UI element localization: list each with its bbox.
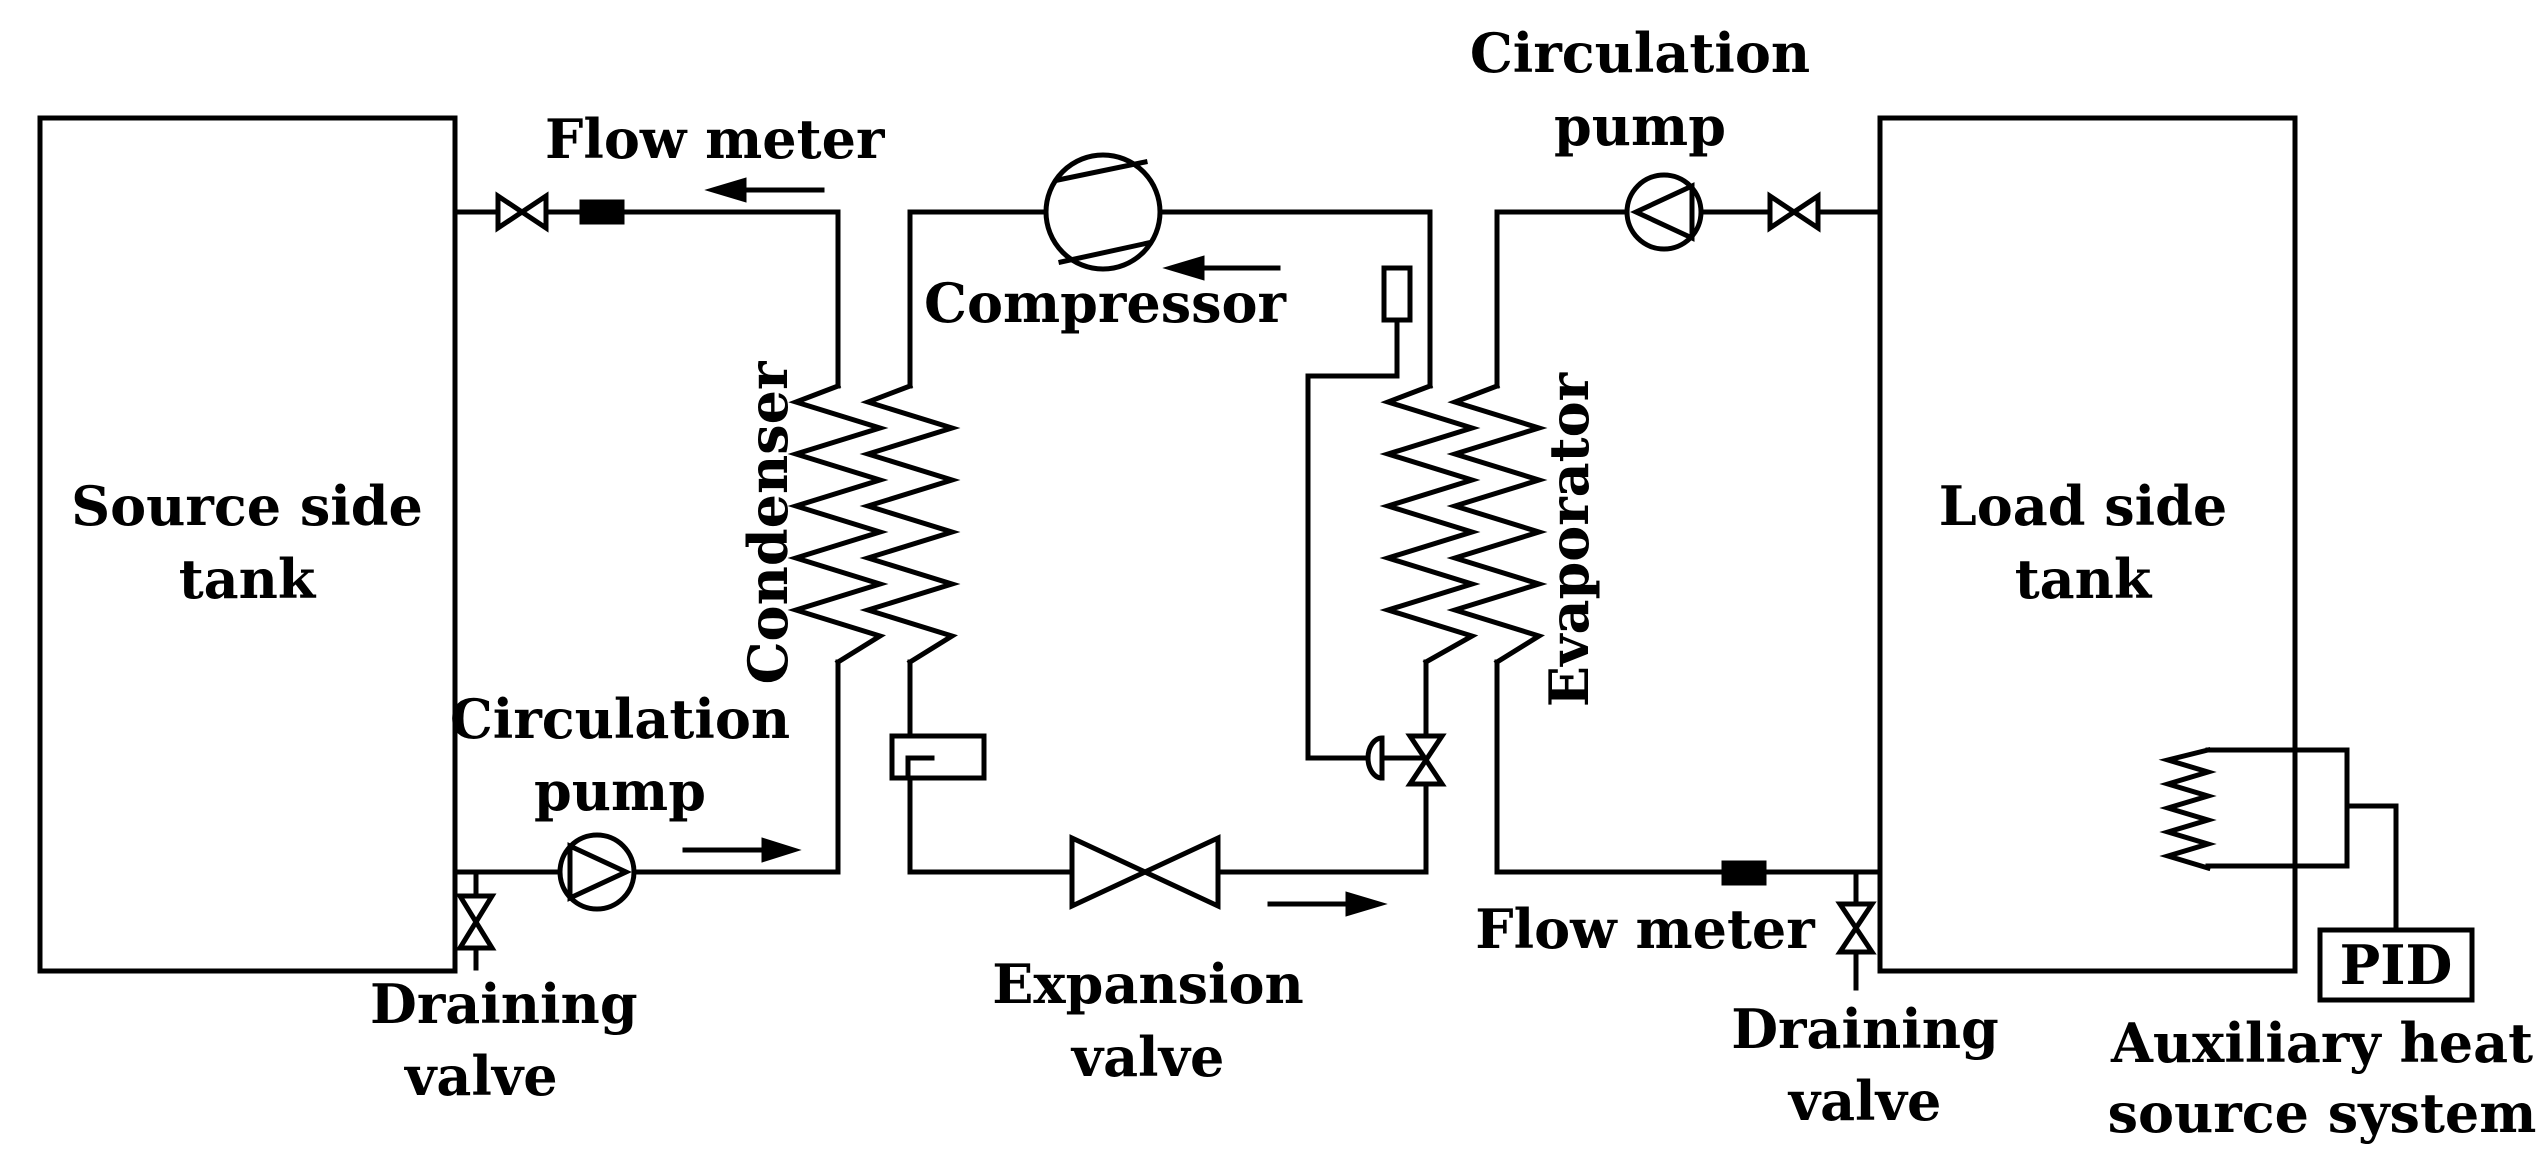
- load-tank-label-line1: Load side: [1939, 474, 2228, 538]
- load-tank-label-line2: tank: [2015, 547, 2153, 611]
- circulation-pump-bottom-label-line2: pump: [534, 759, 706, 823]
- evaporator-refrigerant-coil: [1379, 382, 1481, 666]
- expansion-valve: [1069, 834, 1221, 910]
- source-side-tank: [37, 115, 458, 974]
- draining-valve-right-label-line1: Draining: [1731, 997, 1999, 1061]
- refrigerant-bottom-flow-arrowhead: [1345, 891, 1388, 917]
- draining-valve-left-label-line2: valve: [404, 1044, 558, 1108]
- source-flow-meter: [579, 199, 625, 225]
- draining-valve-left-label-line1: Draining: [370, 972, 638, 1036]
- load-circulation-pump-triangle: [1630, 182, 1695, 242]
- source-bottom-flow-arrowhead: [761, 837, 802, 863]
- auxiliary-heater-coil: [2158, 746, 2217, 872]
- load-side-tank: [1877, 115, 2298, 974]
- source-top-water-line: [452, 209, 841, 389]
- circulation-pump-bottom-label-line1: Circulation: [450, 687, 790, 751]
- evaporator-label: Evaporator: [1537, 372, 1601, 707]
- pid-controller: [2317, 927, 2475, 1003]
- evaporator-water-coil: [1446, 382, 1548, 666]
- compressor-flow-arrowhead: [1162, 255, 1205, 281]
- condenser-water-coil: [787, 382, 889, 666]
- source-circulation-pump-triangle: [567, 842, 632, 902]
- auxiliary-heat-label-line1: Auxiliary heat: [2110, 1011, 2533, 1075]
- compressor-label: Compressor: [924, 271, 1287, 335]
- compressor: [1043, 152, 1163, 272]
- pid-label: PID: [2340, 933, 2453, 997]
- source-draining-valve: [455, 893, 497, 951]
- compressor-blade-1: [1055, 159, 1148, 183]
- auxiliary-heater-wire-top: [2205, 747, 2350, 869]
- source-top-valve: [495, 191, 549, 233]
- circulation-pump-top-label-line2: pump: [1554, 94, 1726, 158]
- expansion-valve-label-line1: Expansion: [992, 952, 1304, 1016]
- auxiliary-heater-control-wire: [2344, 803, 2399, 933]
- refrigerant-bottom-line: [907, 659, 1429, 875]
- refrigerant-top-line: [907, 209, 1433, 389]
- source-top-flow-arrowhead: [704, 177, 747, 203]
- condenser-label: Condenser: [736, 361, 800, 684]
- flow-meter-top-label: Flow meter: [545, 107, 885, 171]
- load-draining-valve: [1835, 901, 1877, 955]
- source-tank-label-line1: Source side: [71, 474, 423, 538]
- load-flow-meter: [1721, 860, 1767, 886]
- source-circulation-pump: [557, 832, 637, 912]
- expansion-capillary-tube: [1305, 317, 1400, 761]
- load-circulation-pump: [1624, 172, 1704, 252]
- auxiliary-heat-label-line2: source system: [2108, 1081, 2537, 1145]
- liquid-receiver-inner-pipe: [905, 755, 935, 781]
- condenser-refrigerant-coil: [859, 382, 961, 666]
- evaporator-inlet-valve-actuator: [1365, 735, 1385, 781]
- source-tank-label-line2: tank: [179, 547, 317, 611]
- expansion-valve-label-line2: valve: [1071, 1025, 1225, 1089]
- circulation-pump-top-label-line1: Circulation: [1470, 21, 1810, 85]
- expansion-sensing-bulb: [1381, 265, 1413, 323]
- flow-meter-bottom-label: Flow meter: [1475, 897, 1815, 961]
- draining-valve-right-label-line2: valve: [1788, 1069, 1942, 1133]
- compressor-blade-2: [1058, 240, 1151, 265]
- load-top-valve: [1767, 191, 1821, 233]
- load-top-water-line: [1494, 209, 1883, 389]
